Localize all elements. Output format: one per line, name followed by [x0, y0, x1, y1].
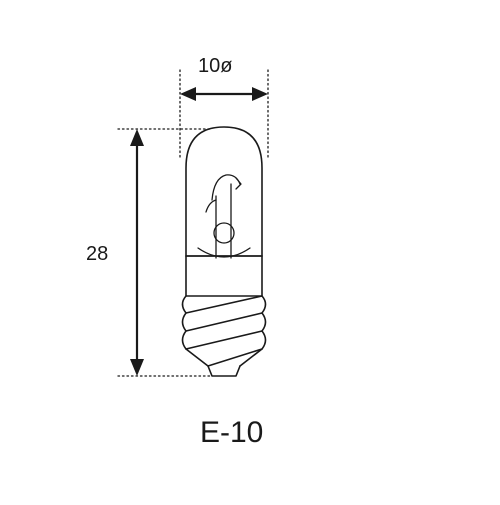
filament-hook — [235, 177, 242, 190]
screw-thread-right — [239, 295, 267, 367]
height-dimension-label: 28 — [86, 243, 109, 265]
arrowhead-left — [180, 87, 196, 101]
glass-envelope — [185, 126, 263, 257]
width-extension-lines — [179, 69, 269, 161]
screw-base — [181, 255, 267, 377]
arrowhead-bottom — [130, 359, 144, 376]
base-collar — [185, 255, 263, 297]
arrowhead-top — [130, 129, 144, 146]
base-contact — [207, 365, 241, 377]
thread-line-4 — [207, 348, 263, 367]
glass-bead — [213, 222, 235, 244]
width-dimension-label: 10ø — [198, 55, 233, 77]
thread-line-2 — [185, 312, 263, 332]
thread-line-1 — [185, 295, 263, 314]
height-dimension-arrow — [130, 129, 144, 376]
screw-thread-left — [181, 295, 209, 367]
base-type-label: E-10 — [200, 416, 264, 449]
height-extension-lines — [117, 128, 213, 377]
support-wire — [205, 199, 217, 213]
stem-press — [197, 247, 251, 258]
thread-line-3 — [185, 330, 263, 350]
arrowhead-right — [252, 87, 268, 101]
filament-assembly — [197, 174, 251, 259]
width-dimension-arrow — [180, 87, 268, 101]
